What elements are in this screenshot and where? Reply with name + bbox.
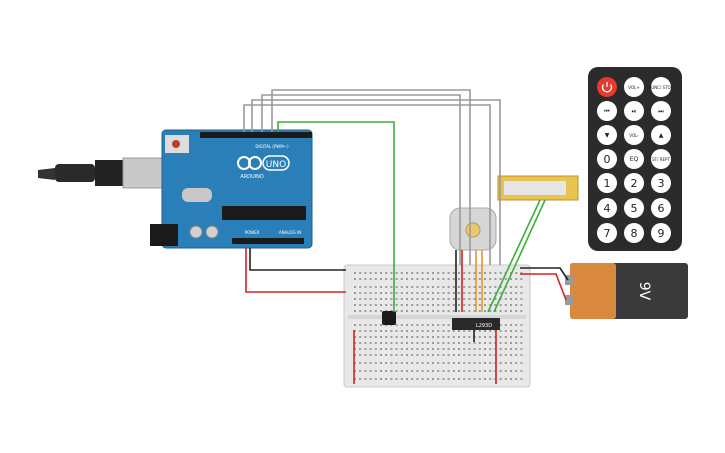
remote-button-label: 8 [631, 227, 638, 240]
remote-button-label: ⏯ [632, 108, 637, 115]
remote-button-label: 2 [631, 177, 638, 190]
remote-button-label: ⏮ [604, 108, 610, 115]
remote-button-eq[interactable]: EQ [624, 149, 644, 169]
remote-button-up[interactable]: ▲ [651, 125, 671, 145]
remote-button-down[interactable]: ▼ [597, 125, 617, 145]
remote-button-label: ▼ [605, 132, 610, 139]
remote-button-vol-up[interactable]: VOL+ [624, 77, 644, 97]
remote-button-next[interactable]: ⏭ [651, 101, 671, 121]
analog-in-label: ANALOG IN [279, 230, 301, 235]
battery-9v[interactable]: 9V [565, 263, 688, 319]
remote-button-label: 9 [658, 227, 665, 240]
l293d-chip[interactable]: L293D [452, 318, 500, 330]
ir-remote[interactable]: VOL+ FUNC/ STOP ⏮ ⏯ ⏭ ▼ VOL- ▲ 0 EQ ST/ REPT 1 2 3 4 5 6… [588, 67, 682, 251]
remote-button-0[interactable]: 0 [597, 149, 617, 169]
remote-button-label: 6 [658, 202, 665, 215]
dc-motor[interactable] [449, 207, 497, 251]
remote-button-label: 0 [604, 153, 611, 166]
remote-button-label: ST/ REPT [652, 157, 670, 162]
remote-button-label: ▲ [659, 132, 664, 139]
remote-button-9[interactable]: 9 [651, 223, 671, 243]
remote-button-prev[interactable]: ⏮ [597, 101, 617, 121]
breadboard[interactable] [343, 264, 531, 388]
arduino-uno-board[interactable]: UNO ARDUINO DIGITAL (PWM~) POWER ANALOG … [150, 129, 313, 249]
display-module[interactable] [497, 175, 579, 201]
remote-button-7[interactable]: 7 [597, 223, 617, 243]
remote-button-8[interactable]: 8 [624, 223, 644, 243]
remote-button-st-rept[interactable]: ST/ REPT [651, 149, 671, 169]
ic-label: L293D [476, 323, 492, 329]
remote-button-label: 5 [631, 202, 638, 215]
remote-button-label: FUNC/ STOP [649, 85, 674, 90]
ir-receiver[interactable] [382, 311, 396, 325]
remote-button-play-pause[interactable]: ⏯ [624, 101, 644, 121]
battery-label: 9V [636, 282, 652, 301]
remote-button-1[interactable]: 1 [597, 173, 617, 193]
arduino-logo [237, 155, 290, 171]
remote-button-label: 4 [604, 202, 611, 215]
remote-button-func-stop[interactable]: FUNC/ STOP [649, 77, 674, 97]
remote-button-5[interactable]: 5 [624, 198, 644, 218]
arduino-brand-label: ARDUINO [240, 174, 264, 180]
remote-button-label: VOL- [629, 133, 639, 138]
remote-button-label: 7 [604, 227, 611, 240]
remote-button-label: EQ [630, 156, 639, 163]
usb-cable[interactable] [38, 157, 166, 189]
remote-button-2[interactable]: 2 [624, 173, 644, 193]
remote-button-vol-down[interactable]: VOL- [624, 125, 644, 145]
remote-button-4[interactable]: 4 [597, 198, 617, 218]
uno-label: UNO [266, 160, 286, 170]
remote-button-label: 3 [658, 177, 665, 190]
remote-button-6[interactable]: 6 [651, 198, 671, 218]
remote-button-grid: VOL+ FUNC/ STOP ⏮ ⏯ ⏭ ▼ VOL- ▲ 0 EQ ST/ REPT 1 2 3 4 5 6… [597, 77, 674, 243]
wires [243, 89, 569, 384]
remote-button-label: ⏭ [658, 108, 664, 115]
breadboard-holes [354, 272, 523, 380]
power-label: POWER [245, 230, 260, 235]
remote-button-label: VOL+ [628, 85, 639, 90]
remote-button-power[interactable] [597, 77, 617, 97]
power-icon [601, 82, 613, 93]
remote-button-3[interactable]: 3 [651, 173, 671, 193]
digital-pwm-label: DIGITAL (PWM~) [255, 144, 289, 149]
remote-button-label: 1 [604, 177, 611, 190]
